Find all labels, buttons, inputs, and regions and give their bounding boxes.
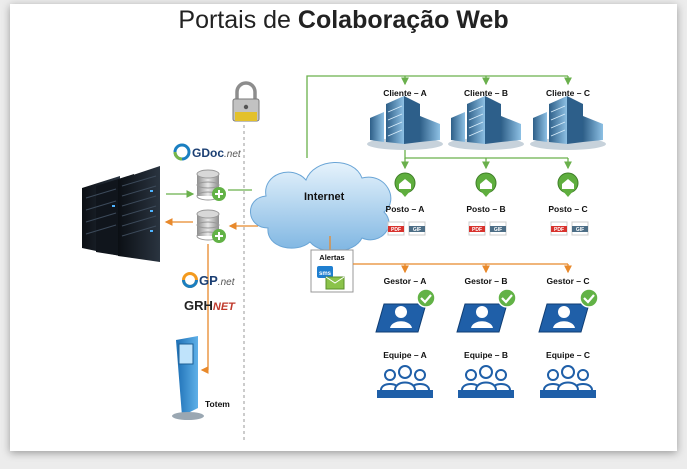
database-icon [196,209,226,243]
cloud-to-clients-line [306,75,568,158]
gp-logo: GP.net [182,272,236,288]
posto-c-label: Posto – C [548,204,587,214]
database-icon [196,169,226,201]
gif-badge: GIF [494,227,502,233]
sms-icon: sms [319,271,332,277]
lock-icon [232,81,260,122]
gdoc-name: GDoc [192,146,224,160]
totem-label: Totem [205,399,230,409]
gestor-user-check-icon [538,288,599,333]
client-b-label: Cliente – B [464,88,508,98]
file-badges-c: PDF GIF [550,221,589,236]
gestor-b-label: Gestor – B [465,276,508,286]
internet-label: Internet [304,191,345,203]
alerts-label: Alertas [319,253,344,262]
equipe-team-icon [540,365,596,398]
client-a-label: Cliente – A [383,88,427,98]
server-rack-icon [82,166,160,262]
svg-text:GDoc.net: GDoc.net [192,146,242,160]
file-badges-a: PDF GIF [387,221,426,236]
equipe-team-icon [458,365,514,398]
clients-to-postos-line [404,150,568,159]
posto-b-label: Posto – B [466,204,505,214]
pdf-badge: PDF [472,227,482,233]
posto-home-pin-icon [557,172,579,197]
gestor-user-check-icon [456,288,517,333]
grh-logo: GRHNET [184,298,236,313]
gdoc-logo: GDoc.net [173,143,242,161]
gdoc-suffix: .net [224,149,242,160]
equipe-team-icon [377,365,433,398]
equipe-b-label: Equipe – B [464,350,508,360]
client-building-icon [367,96,443,150]
pdf-badge: PDF [554,227,564,233]
gestor-a-label: Gestor – A [384,276,427,286]
gp-suffix: .net [218,277,236,288]
totem-kiosk-icon [172,336,204,420]
gif-badge: GIF [576,227,584,233]
client-building-icon [448,96,524,150]
diagram-title: Portais de Colaboração Web [0,6,687,35]
internet-cloud [250,162,392,252]
client-c-label: Cliente – C [546,88,590,98]
grh-suffix: NET [213,301,236,313]
posto-home-pin-icon [394,172,416,197]
client-building-icon [530,96,606,150]
gestor-c-label: Gestor – C [547,276,590,286]
file-badges-b: PDF GIF [468,221,507,236]
pdf-badge: PDF [391,227,401,233]
title-bold: Colaboração Web [297,6,509,34]
title-prefix: Portais de [178,6,291,34]
gestor-user-check-icon [375,288,436,333]
alerts-box [310,249,354,293]
svg-text:GP.net: GP.net [199,273,236,288]
equipe-c-label: Equipe – C [546,350,590,360]
gp-name: GP [199,273,218,288]
grh-name: GRH [184,298,213,313]
equipe-a-label: Equipe – A [383,350,427,360]
posto-a-label: Posto – A [386,204,425,214]
gif-badge: GIF [413,227,421,233]
posto-home-pin-icon [475,172,497,197]
